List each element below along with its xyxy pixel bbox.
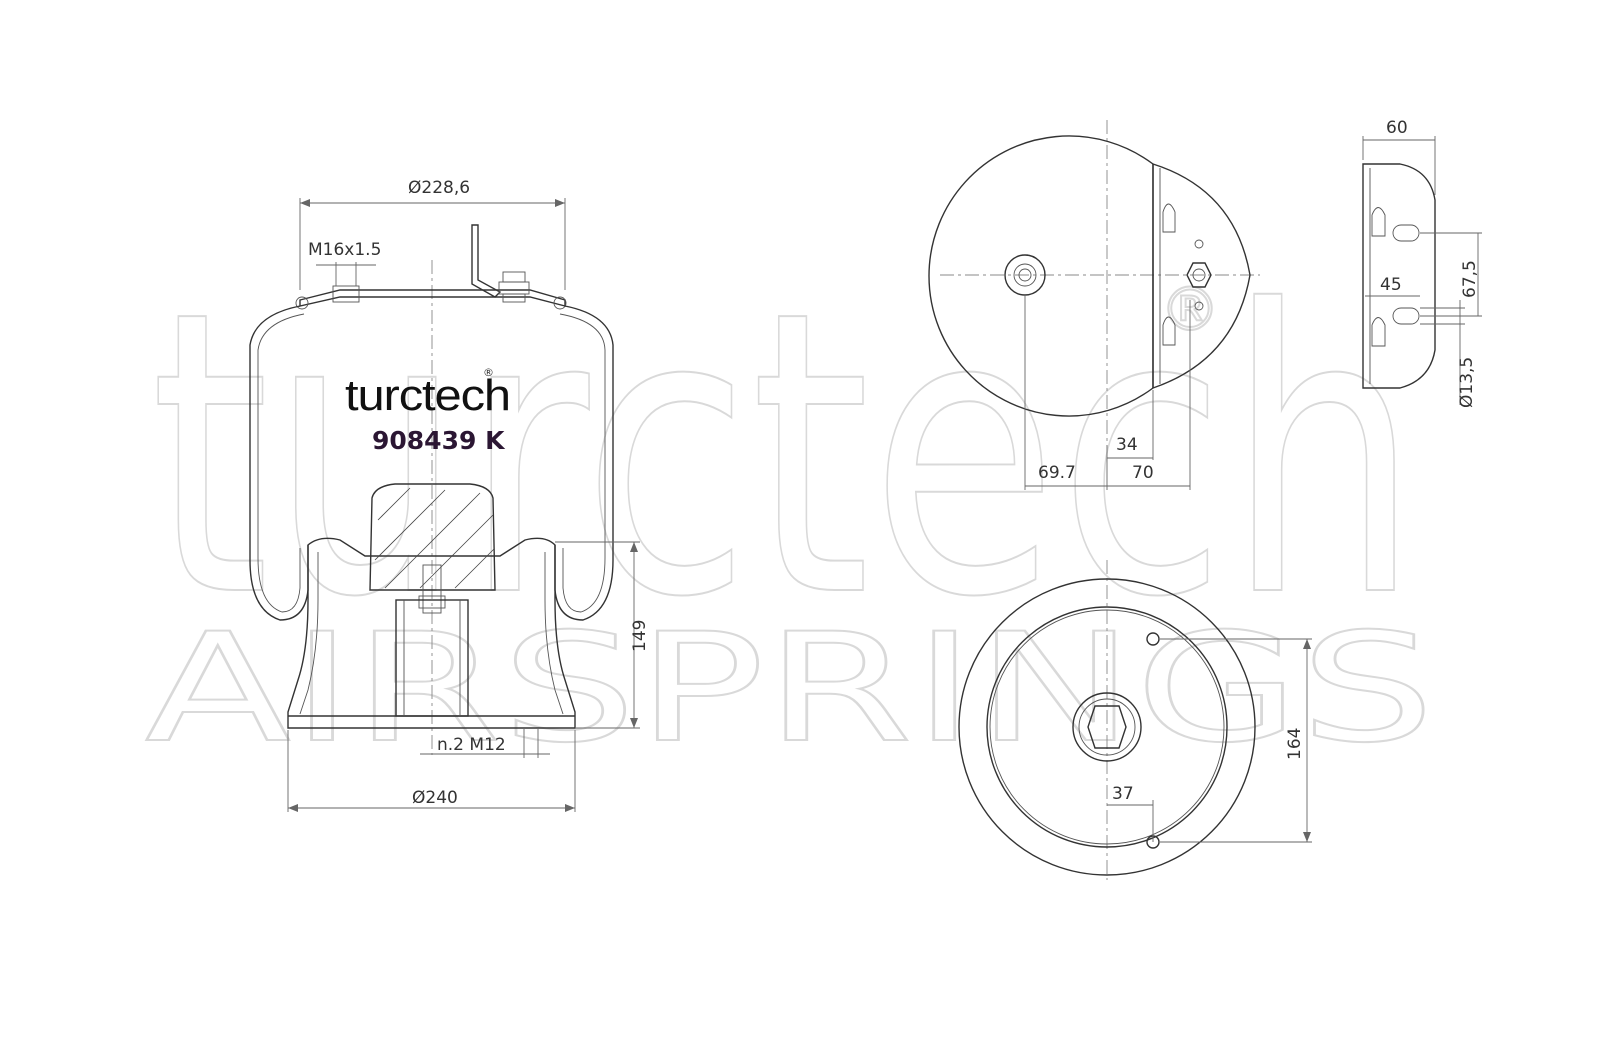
dim-slot-spacing: 67,5 bbox=[1460, 260, 1480, 298]
bellow-outer bbox=[249, 305, 614, 621]
side-view: Ø228,6 M16x1.5 149 n.2 M12 Ø240 bbox=[249, 178, 650, 812]
dim-offset-right: 70 bbox=[1132, 463, 1154, 483]
mount-hole-top bbox=[1146, 632, 1160, 646]
dim-bracket-offset: 34 bbox=[1116, 435, 1138, 455]
dim-bracket-width: 60 bbox=[1386, 118, 1408, 138]
piston-column bbox=[395, 599, 469, 717]
hex-nut bbox=[1186, 262, 1212, 288]
base-outer-circle bbox=[958, 578, 1256, 876]
top-plate-outline bbox=[928, 135, 1154, 417]
bracket-outline bbox=[1362, 163, 1436, 389]
label-brand: turctech bbox=[345, 371, 510, 420]
hex-socket bbox=[1087, 705, 1127, 749]
dim-hole-spacing: 164 bbox=[1285, 728, 1305, 760]
watermark: turctech ® AIRSPRINGS bbox=[144, 227, 1436, 777]
air-fitting bbox=[1004, 254, 1046, 296]
dim-stud-offset: 45 bbox=[1380, 275, 1402, 295]
bellow-inner bbox=[257, 313, 606, 613]
dim-base-diameter: Ø240 bbox=[412, 788, 458, 808]
bumper bbox=[369, 483, 496, 591]
dim-top-diameter: Ø228,6 bbox=[408, 178, 470, 198]
top-view: 69.7 70 34 bbox=[928, 120, 1260, 490]
dim-bottom-holes: n.2 M12 bbox=[437, 735, 506, 755]
dim-hole-offset: 37 bbox=[1112, 784, 1134, 804]
piston bbox=[287, 537, 576, 729]
watermark-brand: turctech bbox=[150, 228, 1420, 682]
label-part-number: 908439 K bbox=[372, 426, 506, 455]
bracket-view: 60 67,5 45 Ø13,5 bbox=[1362, 118, 1482, 408]
base-inner-circle bbox=[986, 606, 1228, 848]
dim-top-thread: M16x1.5 bbox=[308, 240, 381, 260]
product-label: turctech ® 908439 K bbox=[345, 366, 511, 455]
label-registered-mark: ® bbox=[483, 366, 494, 379]
watermark-tagline: AIRSPRINGS bbox=[145, 602, 1435, 776]
dim-hole-diameter: Ø13,5 bbox=[1457, 357, 1477, 408]
bottom-view: 164 37 bbox=[958, 560, 1312, 880]
dim-piston-height: 149 bbox=[630, 620, 650, 652]
dim-offset-left: 69.7 bbox=[1038, 463, 1076, 483]
mounting-bracket bbox=[471, 224, 502, 298]
